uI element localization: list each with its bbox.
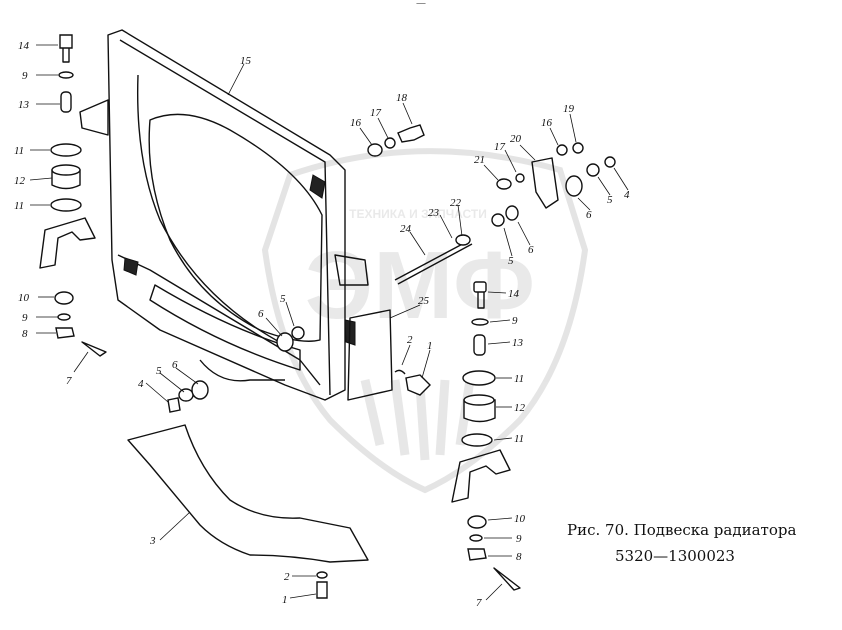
underbody-shield <box>127 424 369 563</box>
callout-label: 12 <box>14 175 26 187</box>
callout-label: 7 <box>476 597 482 609</box>
callout-label: 11 <box>514 433 524 445</box>
callout-label: 14 <box>508 288 520 300</box>
callout-label: 19 <box>563 103 575 115</box>
callout-label: 8 <box>22 328 28 340</box>
callout-label: 6 <box>258 308 264 320</box>
figure-caption-title: Рис. 70. Подвеска радиатора <box>567 521 796 539</box>
callout-label: 25 <box>418 295 430 307</box>
callout-label: 18 <box>396 92 408 104</box>
callout-label: 5 <box>280 293 286 305</box>
callout-label: 1 <box>427 340 433 352</box>
leader-lines <box>29 44 629 601</box>
callout-label: 10 <box>18 292 30 304</box>
callout-label: 11 <box>14 145 24 157</box>
callout-label: 23 <box>428 207 440 219</box>
callout-label: 16 <box>350 117 362 129</box>
callout-label: 1 <box>282 594 288 606</box>
right-stack-parts <box>451 281 521 591</box>
callout-label: 9 <box>516 533 522 545</box>
callout-label: 17 <box>370 107 382 119</box>
callout-label: 6 <box>172 359 178 371</box>
watermark-emblem: ТЕХНИКА И ЗАПЧАСТИ ЭМФ <box>261 148 589 494</box>
callout-label: 2 <box>284 571 290 583</box>
radiator-frame <box>79 29 369 401</box>
mounting-bracket <box>347 309 393 401</box>
callout-label: 4 <box>138 378 144 390</box>
callout-label: 9 <box>22 312 28 324</box>
shield-bolt-parts <box>316 571 328 599</box>
callout-label: 9 <box>512 315 518 327</box>
callout-label: 2 <box>407 334 413 346</box>
callout-label: 5 <box>508 255 514 267</box>
callout-label: 20 <box>510 133 522 145</box>
callout-label: 17 <box>494 141 506 153</box>
callout-label: 12 <box>514 402 526 414</box>
callout-label: 14 <box>18 40 30 52</box>
callout-label: 6 <box>586 209 592 221</box>
callout-label: 21 <box>474 154 485 166</box>
callout-label: 13 <box>18 99 30 111</box>
upper-right-hardware <box>367 124 616 285</box>
watermark-top-text: ТЕХНИКА И ЗАПЧАСТИ <box>349 207 487 221</box>
callout-label: 16 <box>541 117 553 129</box>
callout-label: 8 <box>516 551 522 563</box>
callout-label: 4 <box>624 189 630 201</box>
callout-label: 24 <box>400 223 412 235</box>
callout-labels: 14 9 13 11 12 11 10 9 8 7 15 16 17 18 19… <box>14 40 630 609</box>
callout-label: 5 <box>607 194 613 206</box>
callout-label: 7 <box>66 375 72 387</box>
page-number: — <box>416 0 427 8</box>
figure-caption-part-number: 5320—1300023 <box>615 547 735 565</box>
callout-label: 10 <box>514 513 526 525</box>
callout-label: 5 <box>156 365 162 377</box>
callout-label: 6 <box>528 244 534 256</box>
callout-label: 11 <box>514 373 524 385</box>
callout-label: 13 <box>512 337 524 349</box>
callout-label: 3 <box>149 535 156 547</box>
lower-left-hardware <box>167 326 431 413</box>
callout-label: 11 <box>14 200 24 212</box>
callout-label: 15 <box>240 55 252 67</box>
callout-label: 9 <box>22 70 28 82</box>
left-stack-parts <box>39 34 107 357</box>
callout-label: 22 <box>450 197 462 209</box>
